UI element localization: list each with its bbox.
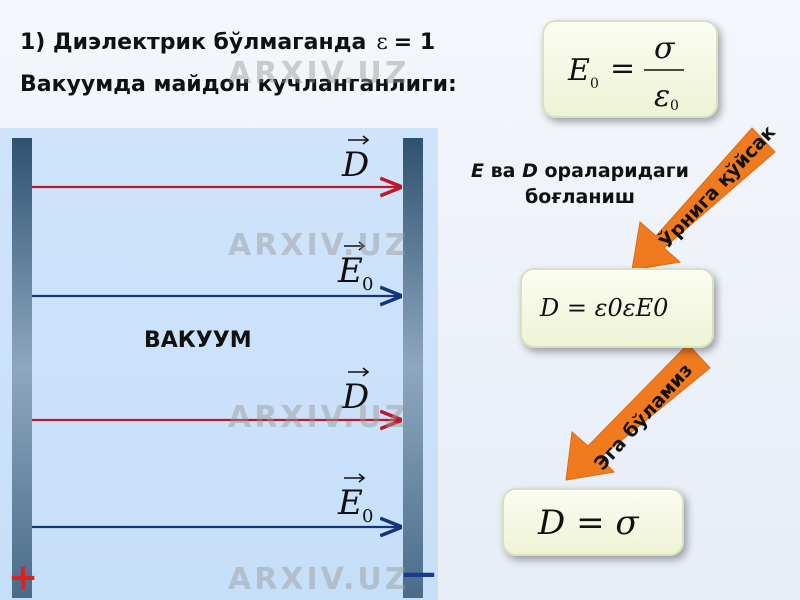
d-vector-label-1: D <box>341 145 369 185</box>
relation-e: E <box>471 160 484 182</box>
relation-and: ва <box>483 160 523 182</box>
vector-arrow-mark <box>344 241 366 251</box>
vacuum-panel <box>0 128 438 600</box>
formula-box-d-eps: D = ε0εE0 <box>520 268 714 348</box>
title-suffix: = 1 <box>393 30 436 55</box>
formula-e0-svg: E 0 = σ ε 0 <box>567 31 684 114</box>
relation-d: D <box>522 160 538 182</box>
formula-d-sigma-svg: D = σ <box>537 503 639 543</box>
watermark: ARXIV.UZ <box>228 562 410 597</box>
slide-title: 1) Диэлектрик бўлмаганда ε= 1 <box>20 30 435 55</box>
e0-subscript-1: 0 <box>362 274 373 295</box>
e0-vector-label-1: E <box>337 251 363 291</box>
watermark: ARXIV.UZ <box>228 400 410 435</box>
plus-sign: + <box>8 557 39 598</box>
slide-subtitle: Вакуумда майдон кучланганлиги: <box>20 72 457 97</box>
relation-rest: ораларидаги боғланиш <box>525 160 689 208</box>
vector-arrow-mark <box>348 367 370 377</box>
positive-plate <box>12 138 32 598</box>
formula-equals: = <box>610 51 635 86</box>
d-vector-label-2: D <box>341 377 369 417</box>
formula-sigma: σ <box>654 31 676 66</box>
formula-d-sigma-text: D = σ <box>537 503 639 543</box>
title-prefix: 1) Диэлектрик бўлмаганда <box>20 30 367 55</box>
result-arrow <box>565 343 711 481</box>
formula-eps: ε <box>654 79 670 114</box>
relation-text: E ва D ораларидаги боғланиш <box>460 158 700 210</box>
watermark: ARXIV.UZ <box>228 56 410 91</box>
vacuum-label: ВАКУУМ <box>144 328 252 353</box>
formula-d-eps-svg: D = ε0εE0 <box>539 294 668 322</box>
negative-plate <box>403 138 423 598</box>
formula-e0-lhs: E <box>567 53 590 88</box>
formula-box-e0: E 0 = σ ε 0 <box>542 20 718 118</box>
vector-arrow-mark <box>348 135 370 145</box>
minus-sign: — <box>402 553 436 593</box>
formula-eps-sub: 0 <box>670 98 679 114</box>
formula-d-eps-text: D = ε0εE0 <box>539 294 668 322</box>
watermark: ARXIV.UZ <box>228 228 410 263</box>
e0-vector-label-2: E <box>337 483 363 523</box>
epsilon-symbol: ε <box>376 30 388 55</box>
substitute-arrow <box>631 127 776 271</box>
formula-box-d-sigma: D = σ <box>502 488 684 556</box>
vector-arrow-mark <box>344 473 366 483</box>
e0-subscript-2: 0 <box>362 506 373 527</box>
formula-e0-lhs-sub: 0 <box>590 76 599 92</box>
